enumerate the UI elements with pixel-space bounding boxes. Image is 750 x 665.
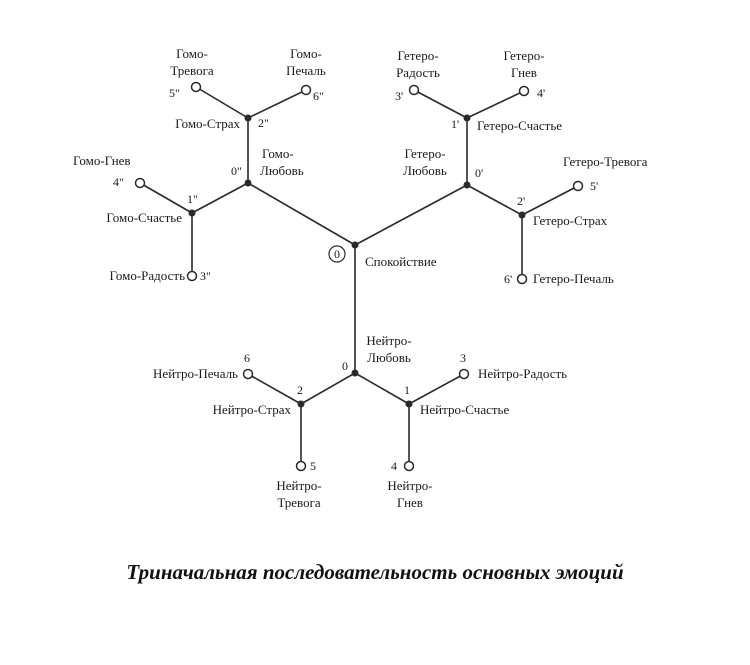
edge-neutro-fear-sadness	[247, 373, 302, 405]
root-node-dot	[351, 241, 359, 249]
figure-caption: Триначальная последовательность основных…	[126, 560, 624, 584]
homo-anger-node	[134, 177, 146, 189]
hetero-fear-node	[518, 211, 526, 219]
root-mark: 0	[334, 247, 340, 261]
homo-joy-label: Гомо-Радость	[110, 268, 186, 283]
homo-love-index: 0"	[231, 164, 242, 178]
neutro-fear-index: 2	[297, 383, 303, 397]
hetero-anger-index: 4'	[537, 86, 545, 100]
neutro-sadness-index: 6	[244, 351, 250, 365]
homo-anxiety-node	[190, 81, 202, 93]
root-node: 0 Спокойствие	[328, 241, 437, 269]
neutro-anxiety-label-line2: Тревога	[277, 495, 321, 510]
edge-homo-love-happy	[191, 182, 249, 214]
hetero-anger-label-line1: Гетеро-	[503, 48, 544, 63]
neutro-anxiety-index: 5	[310, 459, 316, 473]
hetero-love-node	[463, 181, 471, 189]
neutro-love-index: 0	[342, 359, 348, 373]
homo-sadness-label-line2: Печаль	[286, 63, 326, 78]
hetero-love-index: 0'	[475, 166, 483, 180]
neutro-joy-index: 3	[460, 351, 466, 365]
homo-fear-label: Гомо-Страх	[175, 116, 240, 131]
neutro-sadness-label: Нейтро-Печаль	[153, 366, 238, 381]
homo-anxiety-label-line2: Тревога	[170, 63, 214, 78]
hetero-anxiety-node	[572, 180, 584, 192]
homo-sadness-label-line1: Гомо-	[290, 46, 322, 61]
neutro-happy-index: 1	[404, 383, 410, 397]
hetero-anger-label-line2: Гнев	[511, 65, 537, 80]
neutro-love-label-line2: Любовь	[367, 350, 411, 365]
homo-happy-label: Гомо-Счастье	[106, 210, 182, 225]
homo-branch: 0" Гомо- Любовь Гомо-Страх 2" 5" Гомо- Т…	[73, 46, 326, 283]
homo-anxiety-index: 5"	[169, 86, 180, 100]
hetero-happy-label: Гетеро-Счастье	[477, 118, 562, 133]
hetero-anger-node	[518, 85, 530, 97]
homo-anxiety-label-line1: Гомо-	[176, 46, 208, 61]
neutro-love-node	[351, 369, 359, 377]
hetero-happy-index: 1'	[451, 117, 459, 131]
neutro-branch: 0 Нейтро- Любовь 2 Нейтро-Страх 6 Нейтро…	[153, 333, 567, 510]
hetero-joy-index: 3'	[395, 89, 403, 103]
homo-love-label-line2: Любовь	[260, 163, 304, 178]
homo-happy-node	[188, 209, 196, 217]
homo-sadness-index: 6"	[313, 89, 324, 103]
neutro-happy-label: Нейтро-Счастье	[420, 402, 509, 417]
hetero-sadness-index: 6'	[504, 272, 512, 286]
tree-edges	[139, 86, 579, 466]
homo-joy-node	[186, 270, 198, 282]
edge-neutro-love-fear	[300, 372, 356, 405]
homo-love-node	[244, 179, 252, 187]
homo-happy-index: 1"	[187, 192, 198, 206]
edge-hetero-love-fear	[466, 184, 523, 216]
edge-neutro-happy-joy	[408, 373, 465, 405]
edge-neutro-love-happy	[354, 372, 410, 405]
neutro-anger-label-line2: Гнев	[397, 495, 423, 510]
hetero-joy-label-line1: Гетеро-	[397, 48, 438, 63]
homo-anger-index: 4"	[113, 175, 124, 189]
neutro-joy-label: Нейтро-Радость	[478, 366, 567, 381]
hetero-joy-label-line2: Радость	[396, 65, 440, 80]
hetero-anxiety-index: 5'	[590, 179, 598, 193]
edge-root-hetero-love	[354, 184, 468, 246]
homo-fear-index: 2"	[258, 116, 269, 130]
hetero-anxiety-label: Гетеро-Тревога	[563, 154, 648, 169]
root-mark-ring	[328, 245, 346, 263]
hetero-fear-label: Гетеро-Страх	[533, 213, 608, 228]
neutro-anger-index: 4	[391, 459, 397, 473]
hetero-love-label-line2: Любовь	[403, 163, 447, 178]
homo-fear-node	[244, 114, 252, 122]
hetero-sadness-label: Гетеро-Печаль	[533, 271, 614, 286]
edge-homo-fear-anxiety	[195, 86, 249, 119]
homo-anger-label: Гомо-Гнев	[73, 153, 131, 168]
homo-joy-index: 3"	[200, 269, 211, 283]
neutro-fear-node	[297, 400, 305, 408]
hetero-joy-node	[408, 84, 420, 96]
hetero-fear-index: 2'	[517, 194, 525, 208]
neutro-anger-label-line1: Нейтро-	[387, 478, 432, 493]
neutro-anxiety-node	[295, 460, 307, 472]
neutro-anxiety-label-line1: Нейтро-	[276, 478, 321, 493]
hetero-branch: Гетеро- Любовь 0' 1' Гетеро-Счастье 3' Г…	[395, 48, 648, 286]
neutro-sadness-node	[242, 368, 254, 380]
root-label: Спокойствие	[365, 254, 437, 269]
neutro-fear-label: Нейтро-Страх	[213, 402, 292, 417]
homo-love-label-line1: Гомо-	[262, 146, 294, 161]
edge-homo-fear-sadness	[247, 89, 307, 119]
hetero-happy-node	[463, 114, 471, 122]
edge-hetero-fear-anxiety	[521, 185, 579, 216]
homo-sadness-node	[300, 84, 312, 96]
neutro-anger-node	[403, 460, 415, 472]
edge-root-homo-love	[247, 182, 356, 246]
edge-hetero-happy-anger	[466, 90, 525, 119]
neutro-joy-node	[458, 368, 470, 380]
edge-hetero-happy-joy	[413, 89, 468, 119]
edge-homo-happy-anger	[139, 182, 193, 214]
neutro-love-label-line1: Нейтро-	[366, 333, 411, 348]
hetero-sadness-node	[516, 273, 528, 285]
neutro-happy-node	[405, 400, 413, 408]
hetero-love-label-line1: Гетеро-	[404, 146, 445, 161]
